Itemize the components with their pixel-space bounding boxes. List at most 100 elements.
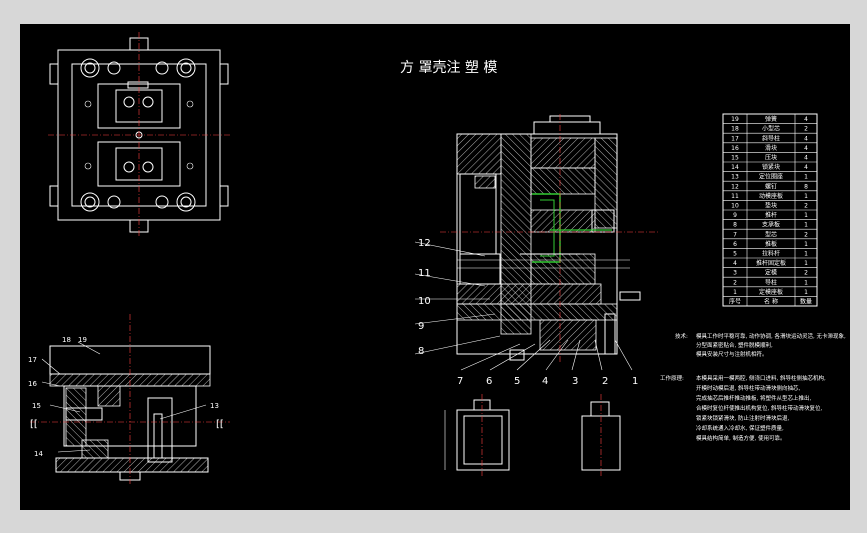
- bom-no: 17: [731, 135, 739, 142]
- part-label-10: 10: [418, 296, 431, 307]
- note-b-line: 本模具采用一模两腔, 侧浇口进料, 斜导柱侧抽芯机构,: [696, 374, 826, 382]
- drawing-title: 方 罩壳注 塑 模: [400, 59, 497, 76]
- bom-qty: 1: [804, 174, 808, 181]
- part-label-3: 3: [572, 376, 578, 387]
- bom-name: 推板: [765, 240, 777, 248]
- bom-name: 压块: [765, 154, 777, 162]
- part-label-1: 1: [632, 376, 638, 387]
- bom-qty: 1: [804, 260, 808, 267]
- section-mark-left: [[: [30, 419, 38, 430]
- side-section-view: [30, 314, 230, 484]
- notes-a-label: 技术:: [675, 332, 688, 340]
- bom-qty: 8: [804, 183, 808, 190]
- note-a-line: 模具工作时平稳可靠, 动作协调, 各滑块运动灵活, 无卡滞现象,: [696, 332, 846, 340]
- bom-name: 定模座板: [759, 288, 783, 296]
- bom-name: 推杆: [765, 211, 777, 219]
- bom-qty: 1: [804, 222, 808, 229]
- part-label-7: 7: [457, 376, 463, 387]
- part-label-12: 12: [418, 238, 431, 249]
- bom-qty: 4: [804, 145, 808, 152]
- bom-qty: 1: [804, 241, 808, 248]
- bom-name: 动模座板: [759, 192, 783, 200]
- bom-qty: 2: [804, 126, 808, 133]
- bom-name: 导柱: [765, 278, 777, 286]
- bom-no: 7: [733, 231, 737, 238]
- bom-name: 拉料杆: [762, 250, 780, 258]
- note-b-line: 冷却系统通入冷却水, 保证塑件质量,: [696, 424, 784, 432]
- bom-no: 18: [731, 126, 739, 133]
- plan-view: [48, 32, 230, 236]
- side-label-15: 15: [32, 402, 41, 410]
- bom-qty: 1: [804, 289, 808, 296]
- bom-name: 锁紧块: [762, 163, 780, 171]
- bom-qty: 1: [804, 279, 808, 286]
- bom-name: 小型芯: [762, 125, 780, 133]
- bom-qty: 1: [804, 212, 808, 219]
- bom-no: 16: [731, 145, 739, 152]
- note-b-line: 合模时复位杆使推出机构复位, 斜导柱带动滑块复位,: [696, 404, 822, 412]
- side-label-19: 19: [78, 336, 87, 344]
- bom-qty: 数量: [800, 298, 812, 306]
- bom-name: 名 称: [764, 298, 778, 306]
- note-b-line: 锁紧块锁紧滑块, 防止注射时滑块后退,: [696, 414, 789, 422]
- bom-name: 推杆固定板: [756, 259, 786, 267]
- bom-name: 螺钉: [765, 182, 777, 190]
- bom-qty: 2: [804, 203, 808, 210]
- bom-name: 斜导柱: [762, 134, 780, 142]
- bom-no: 11: [731, 193, 739, 200]
- section-mark-right: [[: [216, 419, 224, 430]
- note-b-line: 开模时动模后退, 斜导柱带动滑块侧向抽芯,: [696, 384, 800, 392]
- bom-name: 定模: [765, 269, 777, 277]
- side-label-17: 17: [28, 356, 37, 364]
- bom-no: 5: [733, 251, 737, 258]
- bom-qty: 4: [804, 135, 808, 142]
- side-label-18: 18: [62, 336, 71, 344]
- bom-no: 13: [731, 174, 739, 181]
- bom-name: 垫块: [765, 202, 777, 210]
- part-label-9: 9: [418, 321, 424, 332]
- technical-notes: 技术: 模具工作时平稳可靠, 动作协调, 各滑块运动灵活, 无卡滞现象,分型面紧…: [660, 332, 846, 442]
- note-a-line: 模具安装尺寸与注射机相符。: [696, 350, 768, 358]
- part-label-5: 5: [514, 376, 520, 387]
- bom-no: 12: [731, 183, 739, 190]
- bom-name: 支承板: [762, 221, 780, 229]
- note-b-line: 完成抽芯后推杆推动推板, 将塑件从型芯上推出,: [696, 394, 811, 402]
- product-views: [444, 394, 621, 476]
- part-label-6: 6: [486, 376, 492, 387]
- bom-qty: 4: [804, 164, 808, 171]
- main-assembly-view: [440, 114, 660, 364]
- bom-no: 3: [733, 270, 737, 277]
- bom-qty: 2: [804, 231, 808, 238]
- bom-qty: 1: [804, 251, 808, 258]
- bom-no: 2: [733, 279, 737, 286]
- side-label-16: 16: [28, 380, 37, 388]
- notes-a-lines: 模具工作时平稳可靠, 动作协调, 各滑块运动灵活, 无卡滞现象,分型面紧密贴合,…: [696, 332, 846, 358]
- bom-qty: 4: [804, 116, 808, 123]
- bom-name: 定位圈座: [759, 173, 783, 181]
- notes-b-label: 工作原理:: [660, 374, 684, 382]
- bom-no: 4: [733, 260, 737, 267]
- bom-no: 8: [733, 222, 737, 229]
- note-a-line: 分型面紧密贴合, 塑件脱模顺利,: [696, 341, 773, 349]
- bom-no: 15: [731, 155, 739, 162]
- part-label-4: 4: [542, 376, 548, 387]
- part-label-11: 11: [418, 268, 431, 279]
- bom-name: 滑块: [765, 144, 777, 152]
- bom-name: 型芯: [765, 230, 777, 238]
- bom-no: 9: [733, 212, 737, 219]
- bom-no: 10: [731, 203, 739, 210]
- bom-no: 14: [731, 164, 739, 171]
- side-label-13: 13: [210, 402, 219, 410]
- bom-qty: 2: [804, 270, 808, 277]
- bom-name: 弹簧: [765, 115, 777, 123]
- bom-qty: 1: [804, 193, 808, 200]
- bom-qty: 4: [804, 155, 808, 162]
- note-b-line: 模具结构简单, 制造方便, 使用可靠。: [696, 434, 786, 442]
- bom-no: 1: [733, 289, 737, 296]
